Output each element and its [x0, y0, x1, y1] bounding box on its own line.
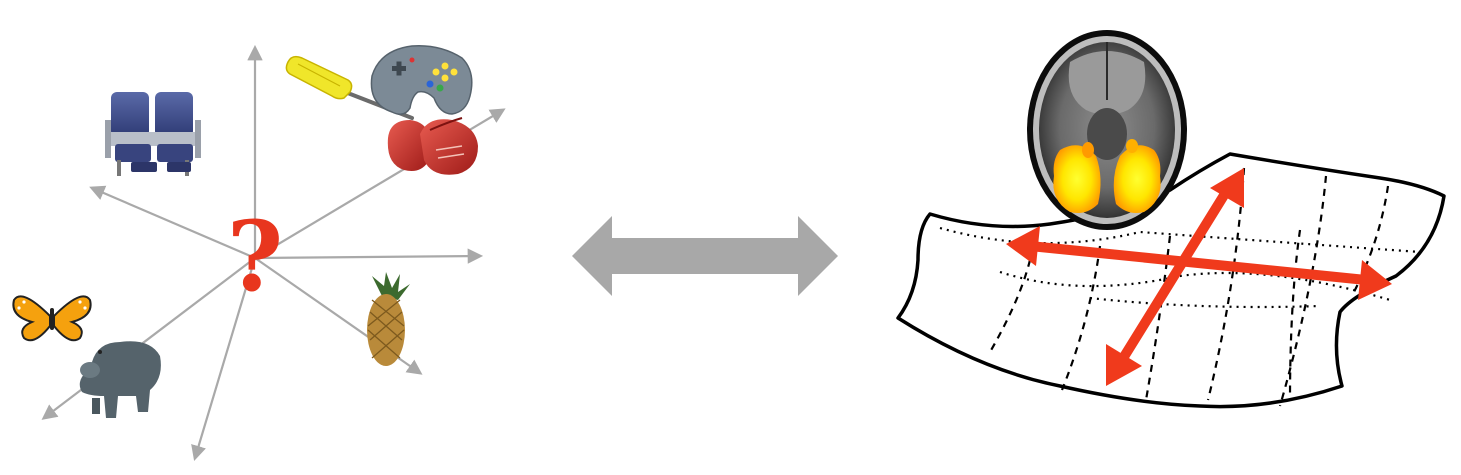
question-mark: ?	[227, 200, 283, 313]
game-controller-icon	[370, 45, 473, 115]
red-axes-icon	[1006, 168, 1392, 386]
pineapple-icon	[367, 272, 410, 366]
airplane-seats-icon	[105, 92, 201, 176]
double-arrow-icon	[572, 216, 838, 296]
hippo-icon	[79, 341, 161, 418]
butterfly-icon	[12, 295, 92, 342]
brain-mri-icon	[1027, 30, 1187, 230]
boxing-gloves-icon	[387, 117, 478, 175]
